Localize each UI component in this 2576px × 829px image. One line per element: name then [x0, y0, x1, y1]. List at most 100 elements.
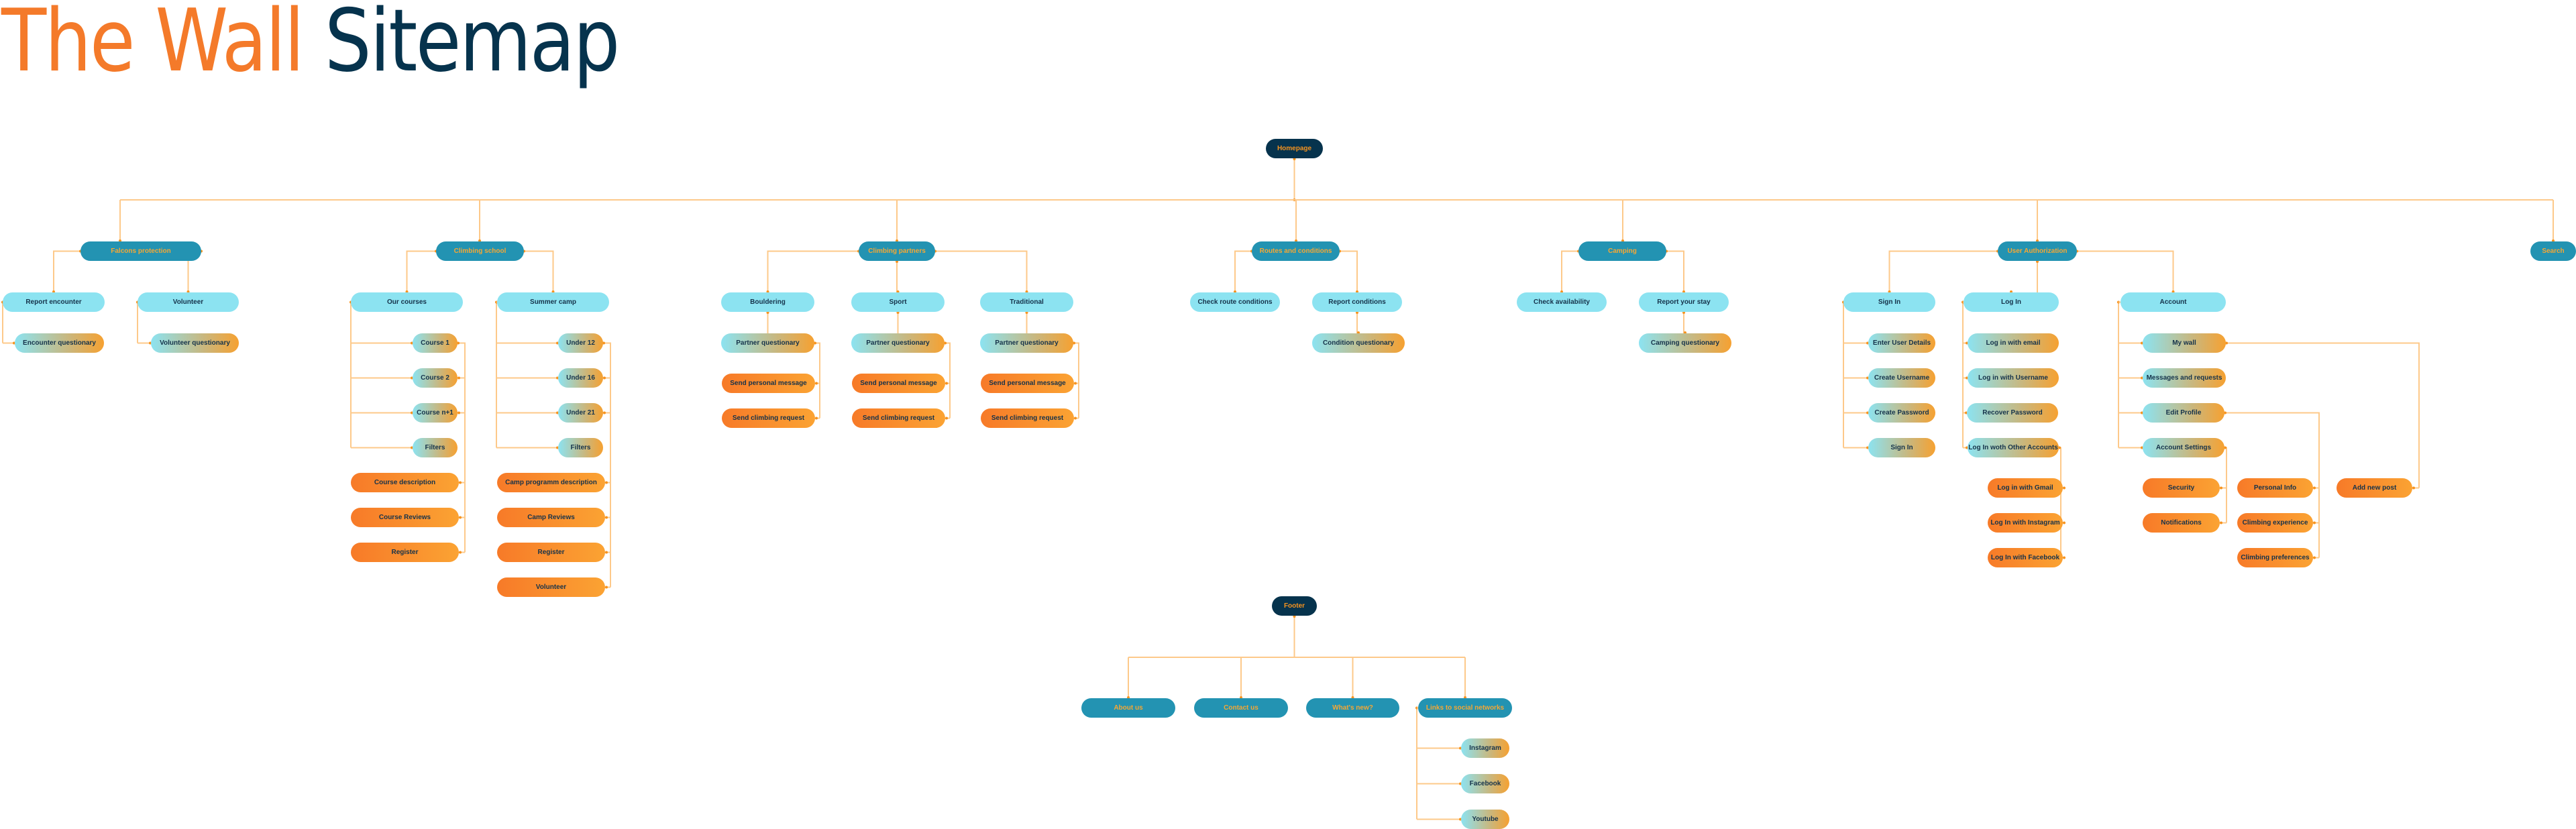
node-login-user[interactable]: Log in with Username — [1968, 368, 2059, 388]
connector-dot — [815, 382, 818, 385]
node-auth[interactable]: User Authorization — [1998, 241, 2077, 261]
node-label: Account Settings — [2155, 444, 2212, 451]
node-filters2[interactable]: Filters — [558, 438, 603, 457]
connector-dot — [2220, 521, 2222, 524]
node-enter-details[interactable]: Enter User Details — [1868, 333, 1935, 353]
node-volunteer-q[interactable]: Volunteer questionary — [151, 333, 239, 353]
node-signin2[interactable]: Sign In — [1868, 438, 1935, 457]
node-routes[interactable]: Routes and conditions — [1252, 241, 1340, 261]
node-coursen[interactable]: Course n+1 — [413, 403, 458, 423]
node-falcons[interactable]: Falcons protection — [80, 241, 201, 261]
node-spm3[interactable]: Send personal message — [981, 374, 1074, 393]
node-climb-pref[interactable]: Climbing preferences — [2237, 548, 2313, 567]
node-label: Bouldering — [750, 298, 786, 306]
node-whatsnew[interactable]: What's new? — [1306, 698, 1399, 718]
connector-dot — [944, 341, 947, 345]
node-report-cond[interactable]: Report conditions — [1312, 292, 1402, 312]
node-personal-info[interactable]: Personal Info — [2237, 478, 2313, 498]
node-login-other[interactable]: Log In woth Other Accounts — [1968, 438, 2059, 457]
node-mywall[interactable]: My wall — [2143, 333, 2226, 353]
node-login-fb[interactable]: Log In with Facebook — [1988, 548, 2063, 567]
node-cond-q[interactable]: Condition questionary — [1312, 333, 1405, 353]
node-under12[interactable]: Under 12 — [558, 333, 603, 353]
node-under21[interactable]: Under 21 — [558, 403, 603, 423]
node-footer[interactable]: Footer — [1272, 596, 1317, 616]
node-report-encounter[interactable]: Report encounter — [3, 292, 105, 312]
node-spm1[interactable]: Send personal message — [722, 374, 815, 393]
node-volunteer2[interactable]: Volunteer — [497, 577, 605, 597]
node-summer-camp[interactable]: Summer camp — [497, 292, 609, 312]
connector — [458, 342, 466, 553]
node-pq3[interactable]: Partner questionary — [980, 333, 1073, 353]
node-label: My wall — [2172, 339, 2196, 347]
connector-dot — [2224, 446, 2226, 449]
node-camp-reviews[interactable]: Camp Reviews — [497, 508, 605, 527]
node-recover[interactable]: Recover Password — [1967, 403, 2058, 423]
node-security[interactable]: Security — [2143, 478, 2220, 498]
node-login-email[interactable]: Log in with email — [1968, 333, 2059, 353]
node-acc-settings[interactable]: Account Settings — [2143, 438, 2224, 457]
node-camping-q[interactable]: Camping questionary — [1639, 333, 1731, 353]
node-partners[interactable]: Climbing partners — [859, 241, 935, 261]
node-label: Report encounter — [25, 298, 82, 306]
node-climb-exp[interactable]: Climbing experience — [2237, 513, 2313, 533]
node-register2[interactable]: Register — [497, 543, 605, 562]
node-social[interactable]: Links to social networks — [1418, 698, 1512, 718]
node-label: Volunteer — [535, 584, 567, 591]
node-course1[interactable]: Course 1 — [413, 333, 458, 353]
node-scr2[interactable]: Send climbing request — [852, 408, 945, 428]
node-label: Sport — [889, 298, 907, 306]
node-label: Send climbing request — [991, 414, 1064, 422]
node-pq2[interactable]: Partner questionary — [851, 333, 945, 353]
node-volunteer[interactable]: Volunteer — [138, 292, 239, 312]
connector — [2224, 412, 2320, 558]
node-under16[interactable]: Under 16 — [558, 368, 603, 388]
node-course2[interactable]: Course 2 — [413, 368, 458, 388]
node-check-route[interactable]: Check route conditions — [1190, 292, 1280, 312]
connector-dot — [945, 417, 948, 420]
node-filters1[interactable]: Filters — [413, 438, 458, 457]
node-scr1[interactable]: Send climbing request — [722, 408, 815, 428]
node-create-pass[interactable]: Create Password — [1868, 403, 1935, 423]
node-encounter-q[interactable]: Encounter questionary — [15, 333, 104, 353]
node-sport[interactable]: Sport — [851, 292, 945, 312]
node-label: Register — [391, 549, 419, 556]
node-add-post[interactable]: Add new post — [2337, 478, 2412, 498]
node-create-user[interactable]: Create Username — [1868, 368, 1935, 388]
node-camping[interactable]: Camping — [1578, 241, 1666, 261]
node-label: Report your stay — [1657, 298, 1711, 306]
node-pq1[interactable]: Partner questionary — [721, 333, 814, 353]
node-school[interactable]: Climbing school — [436, 241, 524, 261]
node-login-gmail[interactable]: Log in with Gmail — [1988, 478, 2063, 498]
node-contact[interactable]: Contact us — [1194, 698, 1288, 718]
node-search[interactable]: Search — [2530, 241, 2576, 261]
node-signin[interactable]: Sign In — [1843, 292, 1935, 312]
node-traditional[interactable]: Traditional — [980, 292, 1073, 312]
node-course-reviews[interactable]: Course Reviews — [351, 508, 459, 527]
node-facebook[interactable]: Facebook — [1461, 774, 1509, 793]
node-login-insta[interactable]: Log In with Instagram — [1988, 513, 2063, 533]
node-edit-profile[interactable]: Edit Profile — [2143, 403, 2224, 423]
node-about[interactable]: About us — [1081, 698, 1175, 718]
node-register1[interactable]: Register — [351, 543, 459, 562]
connector-dot — [2225, 341, 2228, 345]
node-account[interactable]: Account — [2121, 292, 2226, 312]
node-label: Routes and conditions — [1259, 247, 1332, 255]
node-instagram[interactable]: Instagram — [1461, 738, 1509, 758]
node-check-avail[interactable]: Check availability — [1517, 292, 1607, 312]
node-login[interactable]: Log In — [1964, 292, 2059, 312]
node-our-courses[interactable]: Our courses — [351, 292, 463, 312]
node-course-desc[interactable]: Course description — [351, 473, 459, 492]
node-notifications[interactable]: Notifications — [2143, 513, 2220, 533]
node-scr3[interactable]: Send climbing request — [981, 408, 1074, 428]
node-homepage[interactable]: Homepage — [1266, 139, 1323, 158]
node-youtube[interactable]: Youtube — [1461, 810, 1509, 829]
node-report-stay[interactable]: Report your stay — [1639, 292, 1729, 312]
node-label: Create Username — [1874, 374, 1930, 382]
node-label: Log in with Gmail — [1997, 484, 2053, 492]
node-spm2[interactable]: Send personal message — [852, 374, 945, 393]
node-bouldering[interactable]: Bouldering — [721, 292, 814, 312]
node-messages[interactable]: Messages and requests — [2143, 368, 2226, 388]
node-camp-desc[interactable]: Camp programm description — [497, 473, 605, 492]
connector-dot — [2220, 486, 2222, 490]
